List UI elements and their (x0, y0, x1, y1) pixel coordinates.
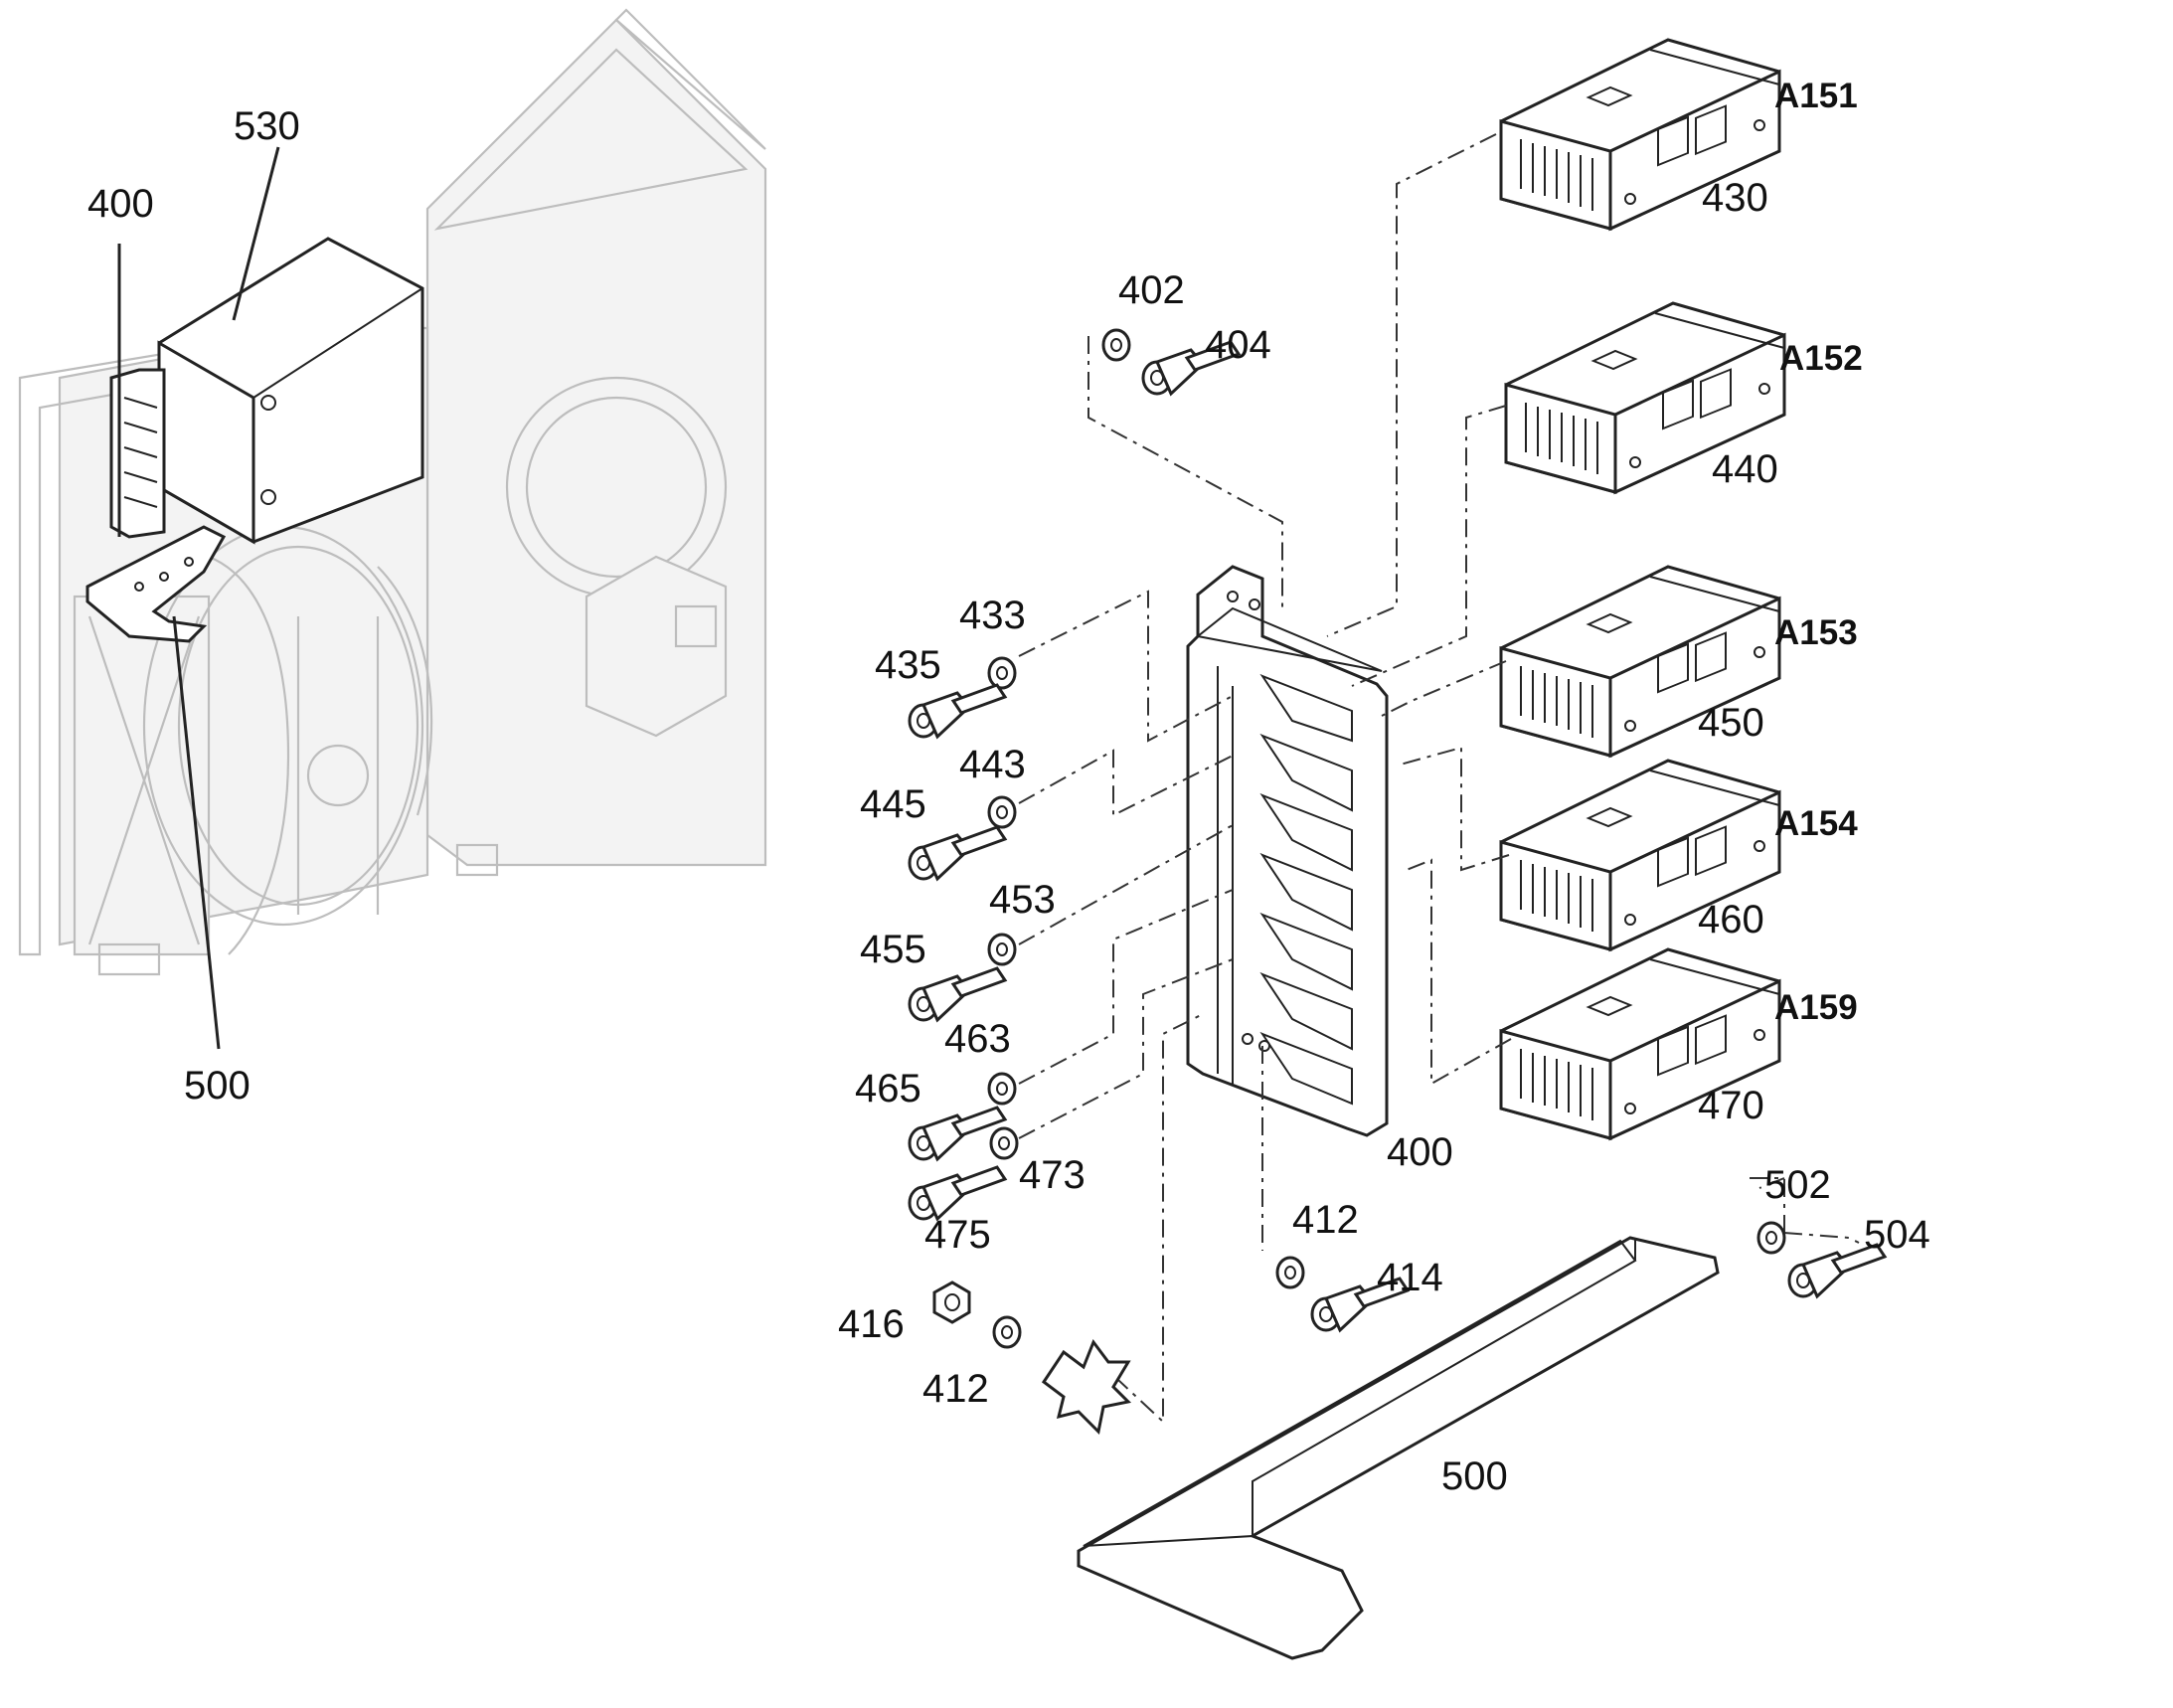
callout-412-lower: 412 (922, 1367, 989, 1411)
callout-504: 504 (1864, 1213, 1930, 1257)
washer-412 (1275, 1256, 1305, 1289)
callout-400-bracket: 400 (1387, 1130, 1453, 1174)
callout-475: 475 (924, 1213, 991, 1257)
washer-433 (987, 656, 1017, 690)
callout-470: 470 (1698, 1084, 1764, 1127)
screw-465 (908, 1106, 1007, 1161)
leader-530 (232, 146, 280, 321)
callout-460: 460 (1698, 898, 1764, 941)
bracket-400 (1186, 565, 1389, 1137)
callout-500-bracket: 500 (1441, 1454, 1508, 1498)
screw-445 (908, 825, 1007, 881)
washer-473 (989, 1126, 1019, 1160)
callout-465: 465 (855, 1067, 921, 1110)
module-code-a159: A159 (1774, 988, 1858, 1027)
star-knob (1041, 1338, 1132, 1436)
washer-412-lower (992, 1315, 1022, 1349)
callout-435: 435 (875, 643, 941, 687)
leader-500 (172, 615, 221, 1050)
module-code-a152: A152 (1779, 339, 1863, 378)
bracket-500 (1077, 1236, 1720, 1660)
module-code-a151: A151 (1774, 77, 1858, 115)
washer-443 (987, 795, 1017, 829)
overview-bracket-500 (85, 525, 227, 643)
screw-475 (908, 1165, 1007, 1221)
callout-450: 450 (1698, 701, 1764, 745)
callout-443: 443 (959, 743, 1026, 786)
callout-500-overview: 500 (184, 1064, 251, 1108)
washer-463 (987, 1072, 1017, 1106)
callout-445: 445 (860, 782, 926, 826)
callout-463: 463 (944, 1017, 1011, 1061)
callout-433: 433 (959, 594, 1026, 637)
screw-435 (908, 683, 1007, 739)
callout-502: 502 (1764, 1163, 1831, 1207)
callout-402: 402 (1118, 268, 1185, 312)
screw-455 (908, 966, 1007, 1022)
callout-416: 416 (838, 1302, 905, 1346)
callout-453: 453 (989, 878, 1056, 922)
nut-416 (932, 1281, 971, 1324)
overview-bracket-400 (109, 368, 166, 539)
callout-440: 440 (1712, 447, 1778, 491)
callout-414: 414 (1377, 1256, 1443, 1299)
callout-455: 455 (860, 928, 926, 971)
callout-400-overview: 400 (87, 182, 154, 226)
callout-430: 430 (1702, 176, 1768, 220)
washer-453 (987, 933, 1017, 966)
callout-404: 404 (1205, 323, 1271, 367)
overview-cabinet-530 (157, 237, 424, 545)
module-code-a153: A153 (1774, 613, 1858, 652)
callout-473: 473 (1019, 1153, 1086, 1197)
washer-402 (1101, 328, 1131, 362)
washer-502 (1756, 1221, 1786, 1255)
alignment-lines (1018, 133, 1860, 1425)
module-code-a154: A154 (1774, 804, 1858, 843)
callout-412-upper: 412 (1292, 1198, 1359, 1242)
callout-530: 530 (234, 104, 300, 148)
